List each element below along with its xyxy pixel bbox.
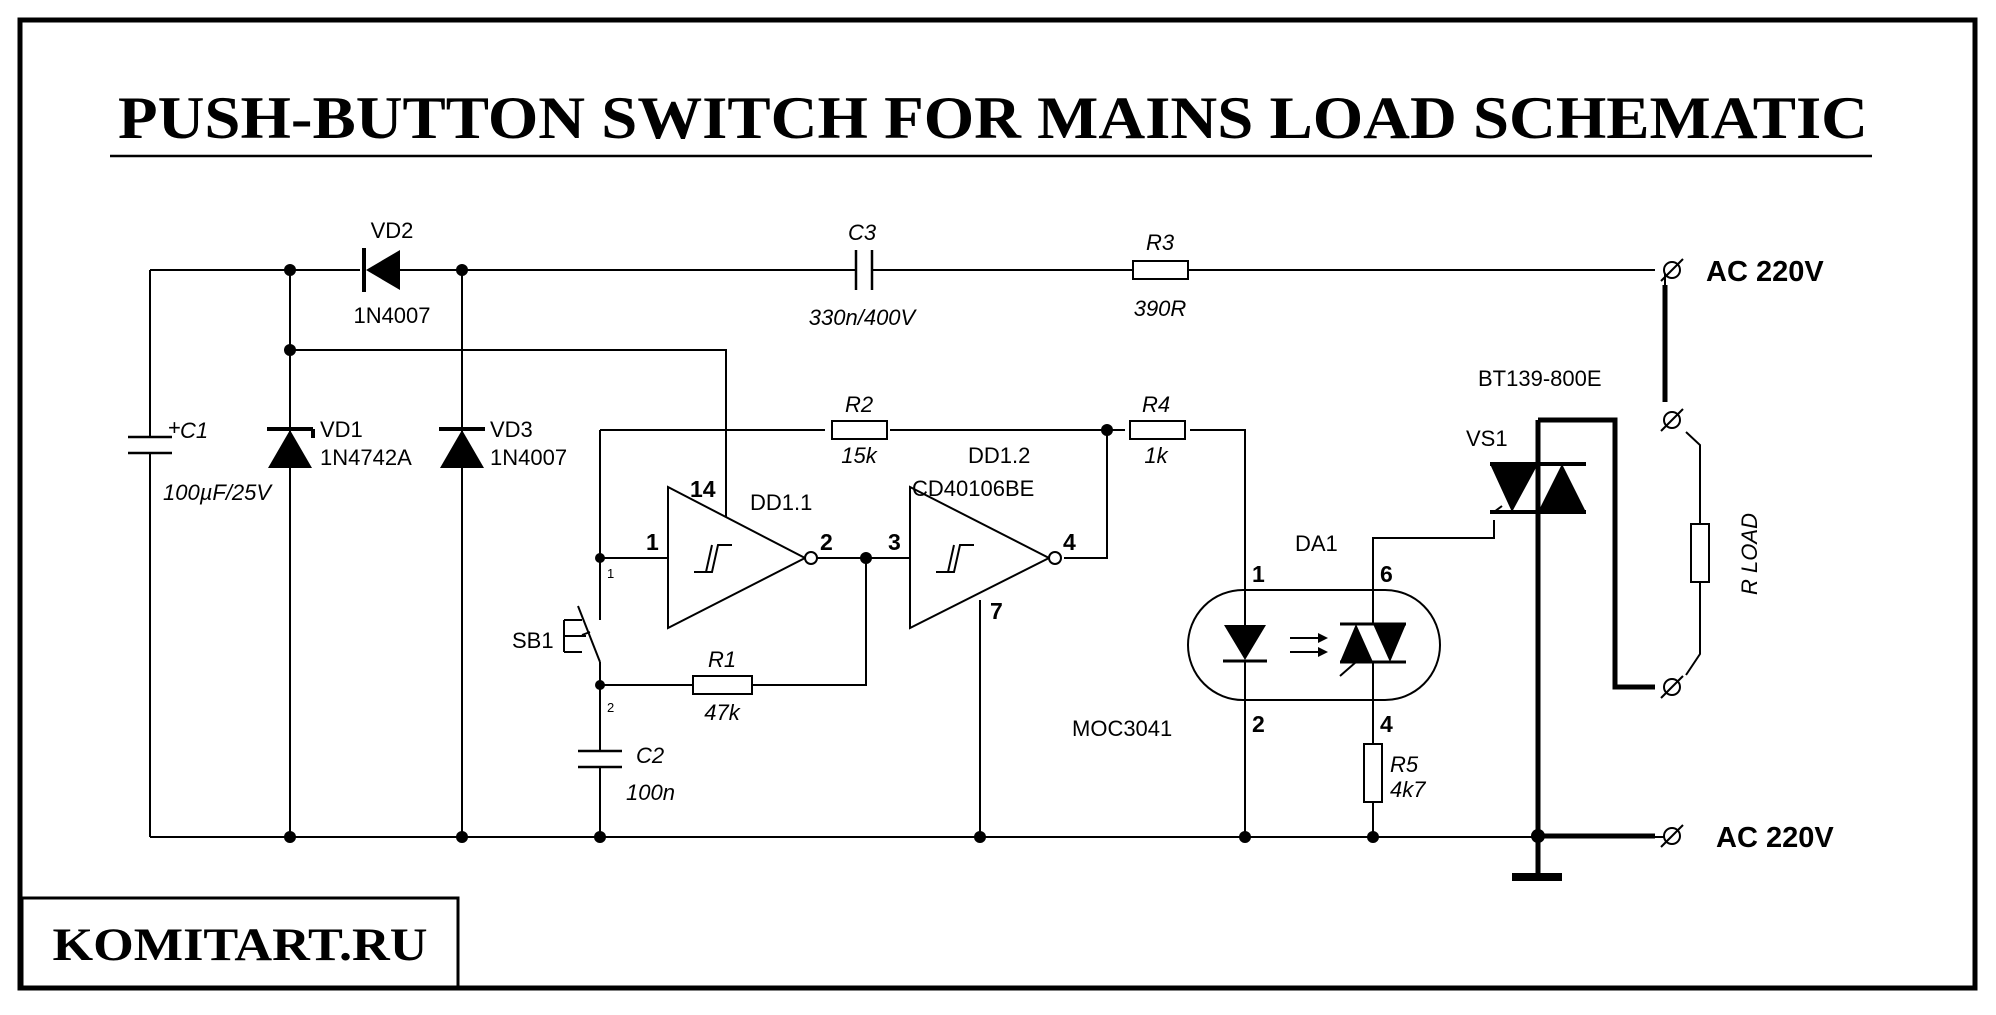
- r2-resistor-symbol: [831, 420, 888, 440]
- dd12-pin-gnd: 7: [990, 598, 1003, 624]
- r2-ref: R2: [845, 392, 873, 417]
- r1-value: 47k: [704, 700, 740, 725]
- dd11-inverter-symbol: [667, 485, 818, 630]
- terminal-top-label: AC 220V: [1706, 256, 1824, 288]
- c1-capacitor-symbol: [128, 435, 172, 455]
- da1-pin-4: 4: [1380, 711, 1393, 737]
- c3-capacitor-symbol: [854, 250, 874, 290]
- vd1-zener-symbol: [267, 427, 315, 468]
- r4-resistor-symbol: [1129, 420, 1186, 440]
- r4-value: 1k: [1144, 443, 1168, 468]
- dd12-pin-in: 3: [888, 529, 901, 555]
- r5-resistor-symbol: [1363, 743, 1383, 803]
- c3-ref: C3: [848, 220, 877, 245]
- vd2-value: 1N4007: [353, 303, 430, 328]
- sb1-pushbutton-symbol: [563, 605, 601, 685]
- r1-resistor-symbol: [692, 675, 753, 695]
- vd2-diode-symbol: [362, 248, 400, 292]
- vs1-part: BT139-800E: [1478, 366, 1602, 391]
- da1-optocoupler-symbol: [1187, 589, 1441, 701]
- da1-part: MOC3041: [1072, 716, 1172, 741]
- dd11-pin-out: 2: [820, 529, 833, 555]
- vd2-ref: VD2: [371, 218, 414, 243]
- r5-ref: R5: [1390, 752, 1419, 777]
- r2-value: 15k: [841, 443, 877, 468]
- da1-pin-6: 6: [1380, 561, 1393, 587]
- dd12-pin-out: 4: [1063, 529, 1076, 555]
- c2-ref: C2: [636, 743, 664, 768]
- c3-value: 330n/400V: [809, 305, 918, 330]
- terminal-bottom-label: AC 220V: [1716, 822, 1834, 854]
- c2-capacitor-symbol: [578, 749, 622, 769]
- r3-value: 390R: [1134, 296, 1187, 321]
- junction-dots: [284, 264, 1545, 843]
- vd3-value: 1N4007: [490, 445, 567, 470]
- wires: [149, 269, 1666, 838]
- r3-ref: R3: [1146, 230, 1175, 255]
- sb1-ref: SB1: [512, 628, 554, 653]
- dd12-inverter-symbol: [909, 485, 1062, 630]
- sb1-contact-2: 2: [607, 700, 614, 715]
- sb1-contact-1: 1: [607, 566, 614, 581]
- r3-resistor-symbol: [1132, 260, 1189, 280]
- vd3-diode-symbol: [439, 427, 485, 468]
- vs1-triac-symbol: [1490, 462, 1586, 514]
- terminal-bottom-icon: [1660, 824, 1684, 848]
- outer-frame: [17, 17, 1978, 991]
- c1-value: 100µF/25V: [163, 480, 273, 505]
- dd11-pin-in: 1: [646, 529, 659, 555]
- c1-ref: C1: [180, 418, 208, 443]
- r4-ref: R4: [1142, 392, 1170, 417]
- rload-resistor-symbol: [1690, 523, 1710, 583]
- c2-value: 100n: [626, 780, 675, 805]
- rload-terminals-icon: [1660, 408, 1701, 699]
- da1-pin-1: 1: [1252, 561, 1265, 587]
- vd1-ref: VD1: [320, 417, 363, 442]
- vs1-ref: VS1: [1466, 426, 1508, 451]
- dd11-pin-vcc: 14: [690, 476, 716, 502]
- vd3-ref: VD3: [490, 417, 533, 442]
- c1-polarity: +: [168, 415, 181, 440]
- r1-ref: R1: [708, 647, 736, 672]
- page-title: PUSH-BUTTON SWITCH FOR MAINS LOAD SCHEMA…: [118, 85, 1868, 151]
- terminal-top-icon: [1660, 258, 1684, 282]
- brand-box: [20, 896, 460, 990]
- vd1-value: 1N4742A: [320, 445, 412, 470]
- brand-label: KOMITART.RU: [53, 919, 428, 971]
- dd12-part: CD40106BE: [912, 476, 1034, 501]
- da1-pin-2: 2: [1252, 711, 1265, 737]
- dd12-ref: DD1.2: [968, 443, 1030, 468]
- rload-ref: R LOAD: [1737, 513, 1762, 595]
- da1-ref: DA1: [1295, 531, 1338, 556]
- r5-value: 4k7: [1390, 777, 1426, 802]
- dd11-ref: DD1.1: [750, 490, 812, 515]
